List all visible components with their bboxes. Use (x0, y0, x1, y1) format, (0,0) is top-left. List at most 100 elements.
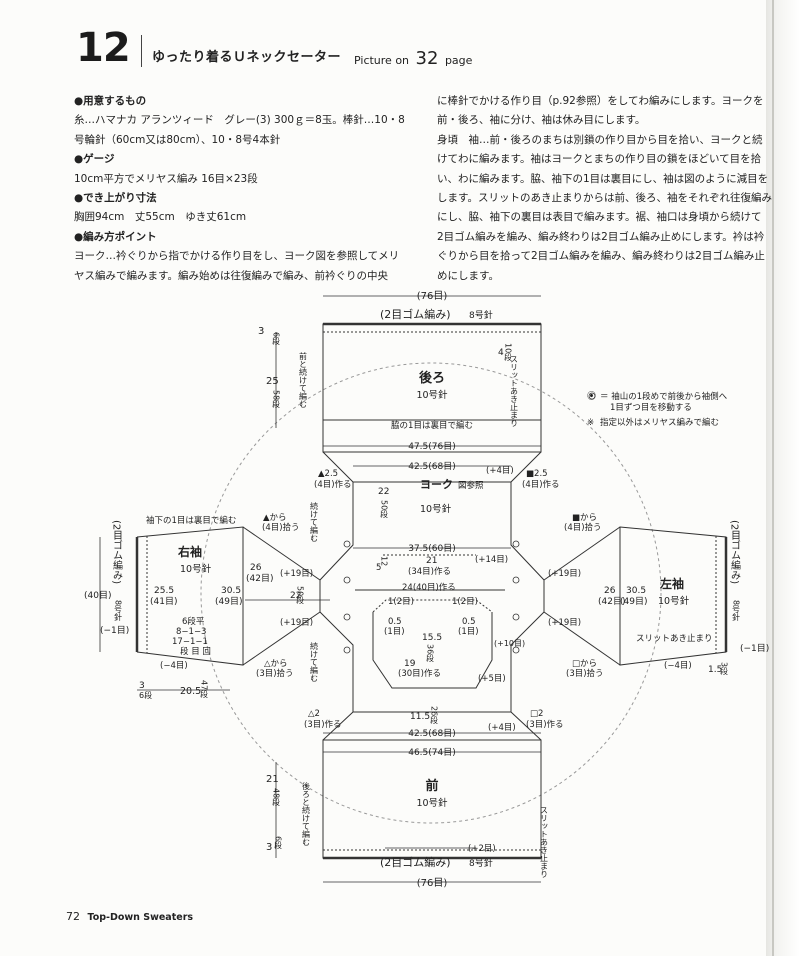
instruction-heading: ●用意するもの (74, 95, 147, 107)
back-rib-needle: 8号針 (469, 309, 493, 321)
front-needle: 10号針 (416, 797, 448, 809)
back-slit-note: スリットあき止まり (510, 355, 519, 427)
gusset-br-stitches: (3目)作る (526, 719, 564, 730)
instructions-right-column: に棒針でかける作り目（p.92参照）をしてわ編みにします。ヨークを前・後ろ、袖に… (437, 92, 772, 286)
left-sleeve-name: 左袖 (659, 576, 684, 591)
right-sleeve-minus4: (−4目) (160, 661, 188, 671)
pickup-tl: ▲から (263, 513, 287, 523)
instruction-line: 2目ゴム編みを編み、編み終わりは2目ゴム編み止めにします。衿は衿 (437, 230, 765, 243)
binding-edge (766, 0, 800, 956)
yoke-small2: 12 (380, 556, 389, 566)
yoke-inner-stitches: (34目)作る (408, 566, 451, 577)
left-sleeve-width: 30.5 (626, 586, 646, 596)
neck-half-left: 0.5 (388, 617, 402, 627)
back-rib-rows: 6段 (272, 332, 281, 346)
legend-dot-symbol: ⦿ (587, 391, 596, 402)
front-name: 前 (425, 778, 438, 794)
neck-increase-5: (+5目) (478, 674, 506, 684)
yoke-small: 5 (376, 563, 381, 573)
front-body-width: 46.5(74目) (408, 747, 456, 758)
page-label: page (444, 54, 473, 67)
legend-line-1: ＝ 袖山の1段めで前後から袖側へ (600, 391, 728, 402)
back-increase: (+4目) (486, 466, 514, 476)
yoke-front-depth: 11.5 (410, 712, 430, 722)
front-length-rows: 48段 (272, 788, 281, 807)
yoke-sleeve-rows: 50段 (296, 586, 305, 605)
yoke-increase-14: (+14目) (475, 555, 508, 565)
yoke-continue-bottom: 続けて編む (310, 641, 319, 682)
instruction-heading: ●ゲージ (74, 153, 115, 166)
instruction-line: します。スリットのあき止まりからは前、後ろ、袖をそれぞれ往復編み (437, 192, 772, 205)
legend-line-2: 1目ずつ目を移動する (610, 402, 692, 413)
instruction-line: 胸囲94cm 丈55cm ゆき丈61cm (74, 211, 247, 224)
left-sleeve-slit-length: 1.5 (708, 665, 722, 675)
dimension-lines (99, 295, 541, 883)
right-sleeve-length-rows: 47段 (200, 680, 209, 699)
left-sleeve-slit: スリットあき止まり (636, 633, 713, 644)
left-sleeve-inc-a: (+19目) (548, 569, 581, 579)
right-sleeve-underarm-note: 袖下の1目は裏目で編む (146, 515, 236, 526)
front-rib-increase: (+2目) (468, 844, 496, 854)
picture-page-number: 32 (415, 48, 439, 69)
yoke-needle: 10号針 (420, 503, 452, 515)
footer-page-number: 72 (66, 910, 80, 923)
pickup-br: □から (572, 659, 597, 669)
neck-depth: 15.5 (422, 633, 442, 643)
back-name: 後ろ (419, 370, 445, 386)
yoke-shape (319, 451, 545, 741)
instruction-heading: ●編み方ポイント (74, 230, 157, 243)
neck-depth-rows: 36段 (426, 644, 435, 663)
instruction-line: ヤス編みで編みます。編み始めは往復編みで編み、前衿ぐりの中央 (74, 269, 388, 282)
pickup-bl: △から (264, 659, 288, 669)
right-sleeve-dec-cols: 段 目 回 (180, 646, 211, 657)
instruction-line: めにします。 (437, 269, 499, 282)
right-sleeve-shape (135, 526, 321, 666)
right-sleeve-inc-a: (+19目) (280, 569, 313, 579)
right-sleeve-rib-length: 3 (139, 681, 145, 691)
left-sleeve-minus4: (−4目) (664, 661, 692, 671)
instruction-line: ぐりから目を拾って2目ゴム編みを編み、編み終わりは2目ゴム編み止 (437, 250, 765, 263)
gusset-tl-stitches: (4目)作る (314, 479, 352, 490)
back-rib-label: (2目ゴム編み) (380, 307, 451, 321)
front-rib-label: (2目ゴム編み) (380, 855, 451, 869)
right-sleeve-upper-st: (42目) (246, 573, 273, 584)
footer-book-title: Top-Down Sweaters (87, 912, 194, 923)
instruction-heading: ●でき上がり寸法 (74, 192, 157, 205)
gusset-br: □2 (530, 709, 543, 719)
instruction-line: い、わに編みます。脇、袖下の1目は裏目にし、袖は図のように減目を (437, 172, 769, 185)
pickup-bl-stitches: (3目)拾う (256, 668, 294, 679)
pattern-title: ゆったり着るＵネックセーター (152, 50, 342, 65)
right-sleeve-needle: 10号針 (180, 563, 212, 575)
left-sleeve-rib: (2目ゴム編み) (729, 520, 741, 584)
back-side-note: 脇の1目は裏目で編む (391, 420, 473, 431)
front-increase: (+4目) (488, 723, 516, 733)
instruction-line: ヨーク…衿ぐりから指でかける作り目をし、ヨーク図を参照してメリ (74, 250, 400, 263)
back-length: 25 (266, 376, 279, 387)
right-sleeve-dec2: 17−1−1 (172, 637, 208, 647)
pickup-tr: ■から (572, 513, 597, 523)
right-sleeve-dec-head: 6段平 (182, 616, 205, 627)
yoke-width: 37.5(60目) (408, 543, 456, 554)
pattern-number: 12 (76, 25, 131, 71)
back-continue-note: 前と続けて編む (299, 351, 308, 408)
yoke-name: ヨーク (420, 478, 453, 491)
right-sleeve-dec1: 8−1−3 (176, 627, 206, 637)
header-divider (141, 35, 142, 67)
back-panel-shape (322, 322, 542, 453)
right-sleeve-40: (40目) (84, 590, 111, 601)
yoke-sleeve-height: 22 (290, 591, 301, 601)
pickup-tr-stitches: (4目)拾う (564, 522, 602, 533)
right-sleeve-rib: (2目ゴム編み) (111, 520, 123, 584)
front-continue-note: 後ろと続けて編む (302, 781, 311, 846)
gusset-tr-stitches: (4目)作る (522, 479, 560, 490)
yoke-ref: 図参照 (458, 480, 484, 491)
right-sleeve-upper: 26 (250, 563, 262, 573)
instruction-line: 10cm平方でメリヤス編み 16目×23段 (74, 172, 258, 185)
instruction-line: 前・後ろ、袖に分け、袖は休み目にします。 (437, 114, 646, 127)
legend-note-symbol: ※ (587, 418, 594, 428)
instruction-line: けてわに編みます。袖はヨークとまちの作り目の鎖をほどいて目を拾 (437, 153, 762, 166)
left-sleeve-shape (543, 526, 728, 666)
left-sleeve-needle: 10号針 (658, 595, 690, 607)
